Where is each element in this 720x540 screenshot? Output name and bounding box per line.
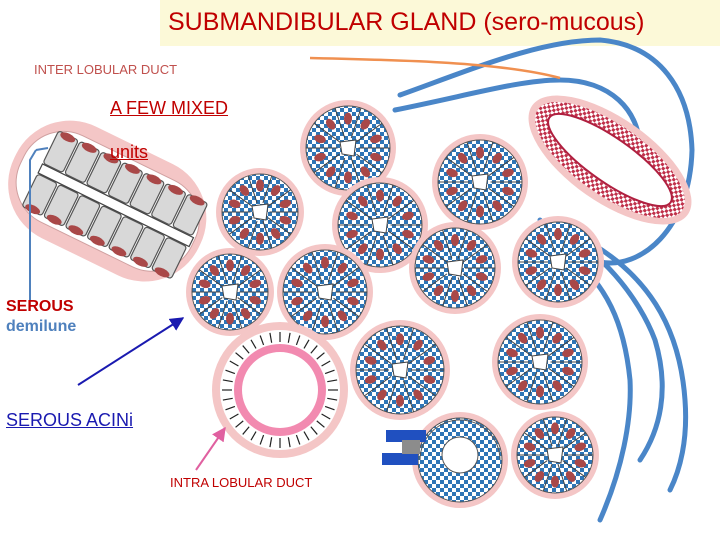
- bottom-acinus-with-bar: [382, 412, 508, 508]
- page-title: SUBMANDIBULAR GLAND (sero-mucous): [168, 8, 645, 36]
- serous-acini-arrow: [77, 317, 185, 386]
- serous-acinus: [332, 177, 428, 273]
- label-serous-demilune-line1: SEROUS: [6, 298, 74, 315]
- label-serous-acini: SEROUS ACINi: [6, 410, 134, 430]
- demilune-pointer: [29, 149, 37, 300]
- label-mixed-units-line2: units: [110, 142, 149, 162]
- label-inter-lobular-duct: INTER LOBULAR DUCT: [34, 62, 178, 77]
- serous-acinus: [186, 248, 274, 336]
- serous-acinus: [409, 222, 501, 314]
- serous-acinus: [492, 314, 588, 410]
- interlobular-duct-pointer: [309, 56, 561, 80]
- serous-acinus: [511, 411, 599, 499]
- label-serous-demilune-line2: demilune: [6, 318, 77, 335]
- serous-acinus: [216, 168, 304, 256]
- intralobular-duct-arrow: [195, 426, 226, 471]
- serous-acinus: [512, 216, 604, 308]
- interlobular-duct-tube: [528, 95, 692, 225]
- serous-acini-group: [186, 100, 604, 499]
- serous-acinus: [432, 134, 528, 230]
- serous-acinus: [300, 100, 396, 196]
- serous-acinus: [350, 320, 450, 420]
- label-intra-lobular-duct: INTRA LOBULAR DUCT: [170, 475, 313, 490]
- intralobular-duct-ring: [212, 322, 348, 458]
- title-background: [160, 0, 720, 46]
- serous-acinus: [277, 244, 373, 340]
- label-mixed-units-line1: A FEW MIXED: [110, 98, 229, 118]
